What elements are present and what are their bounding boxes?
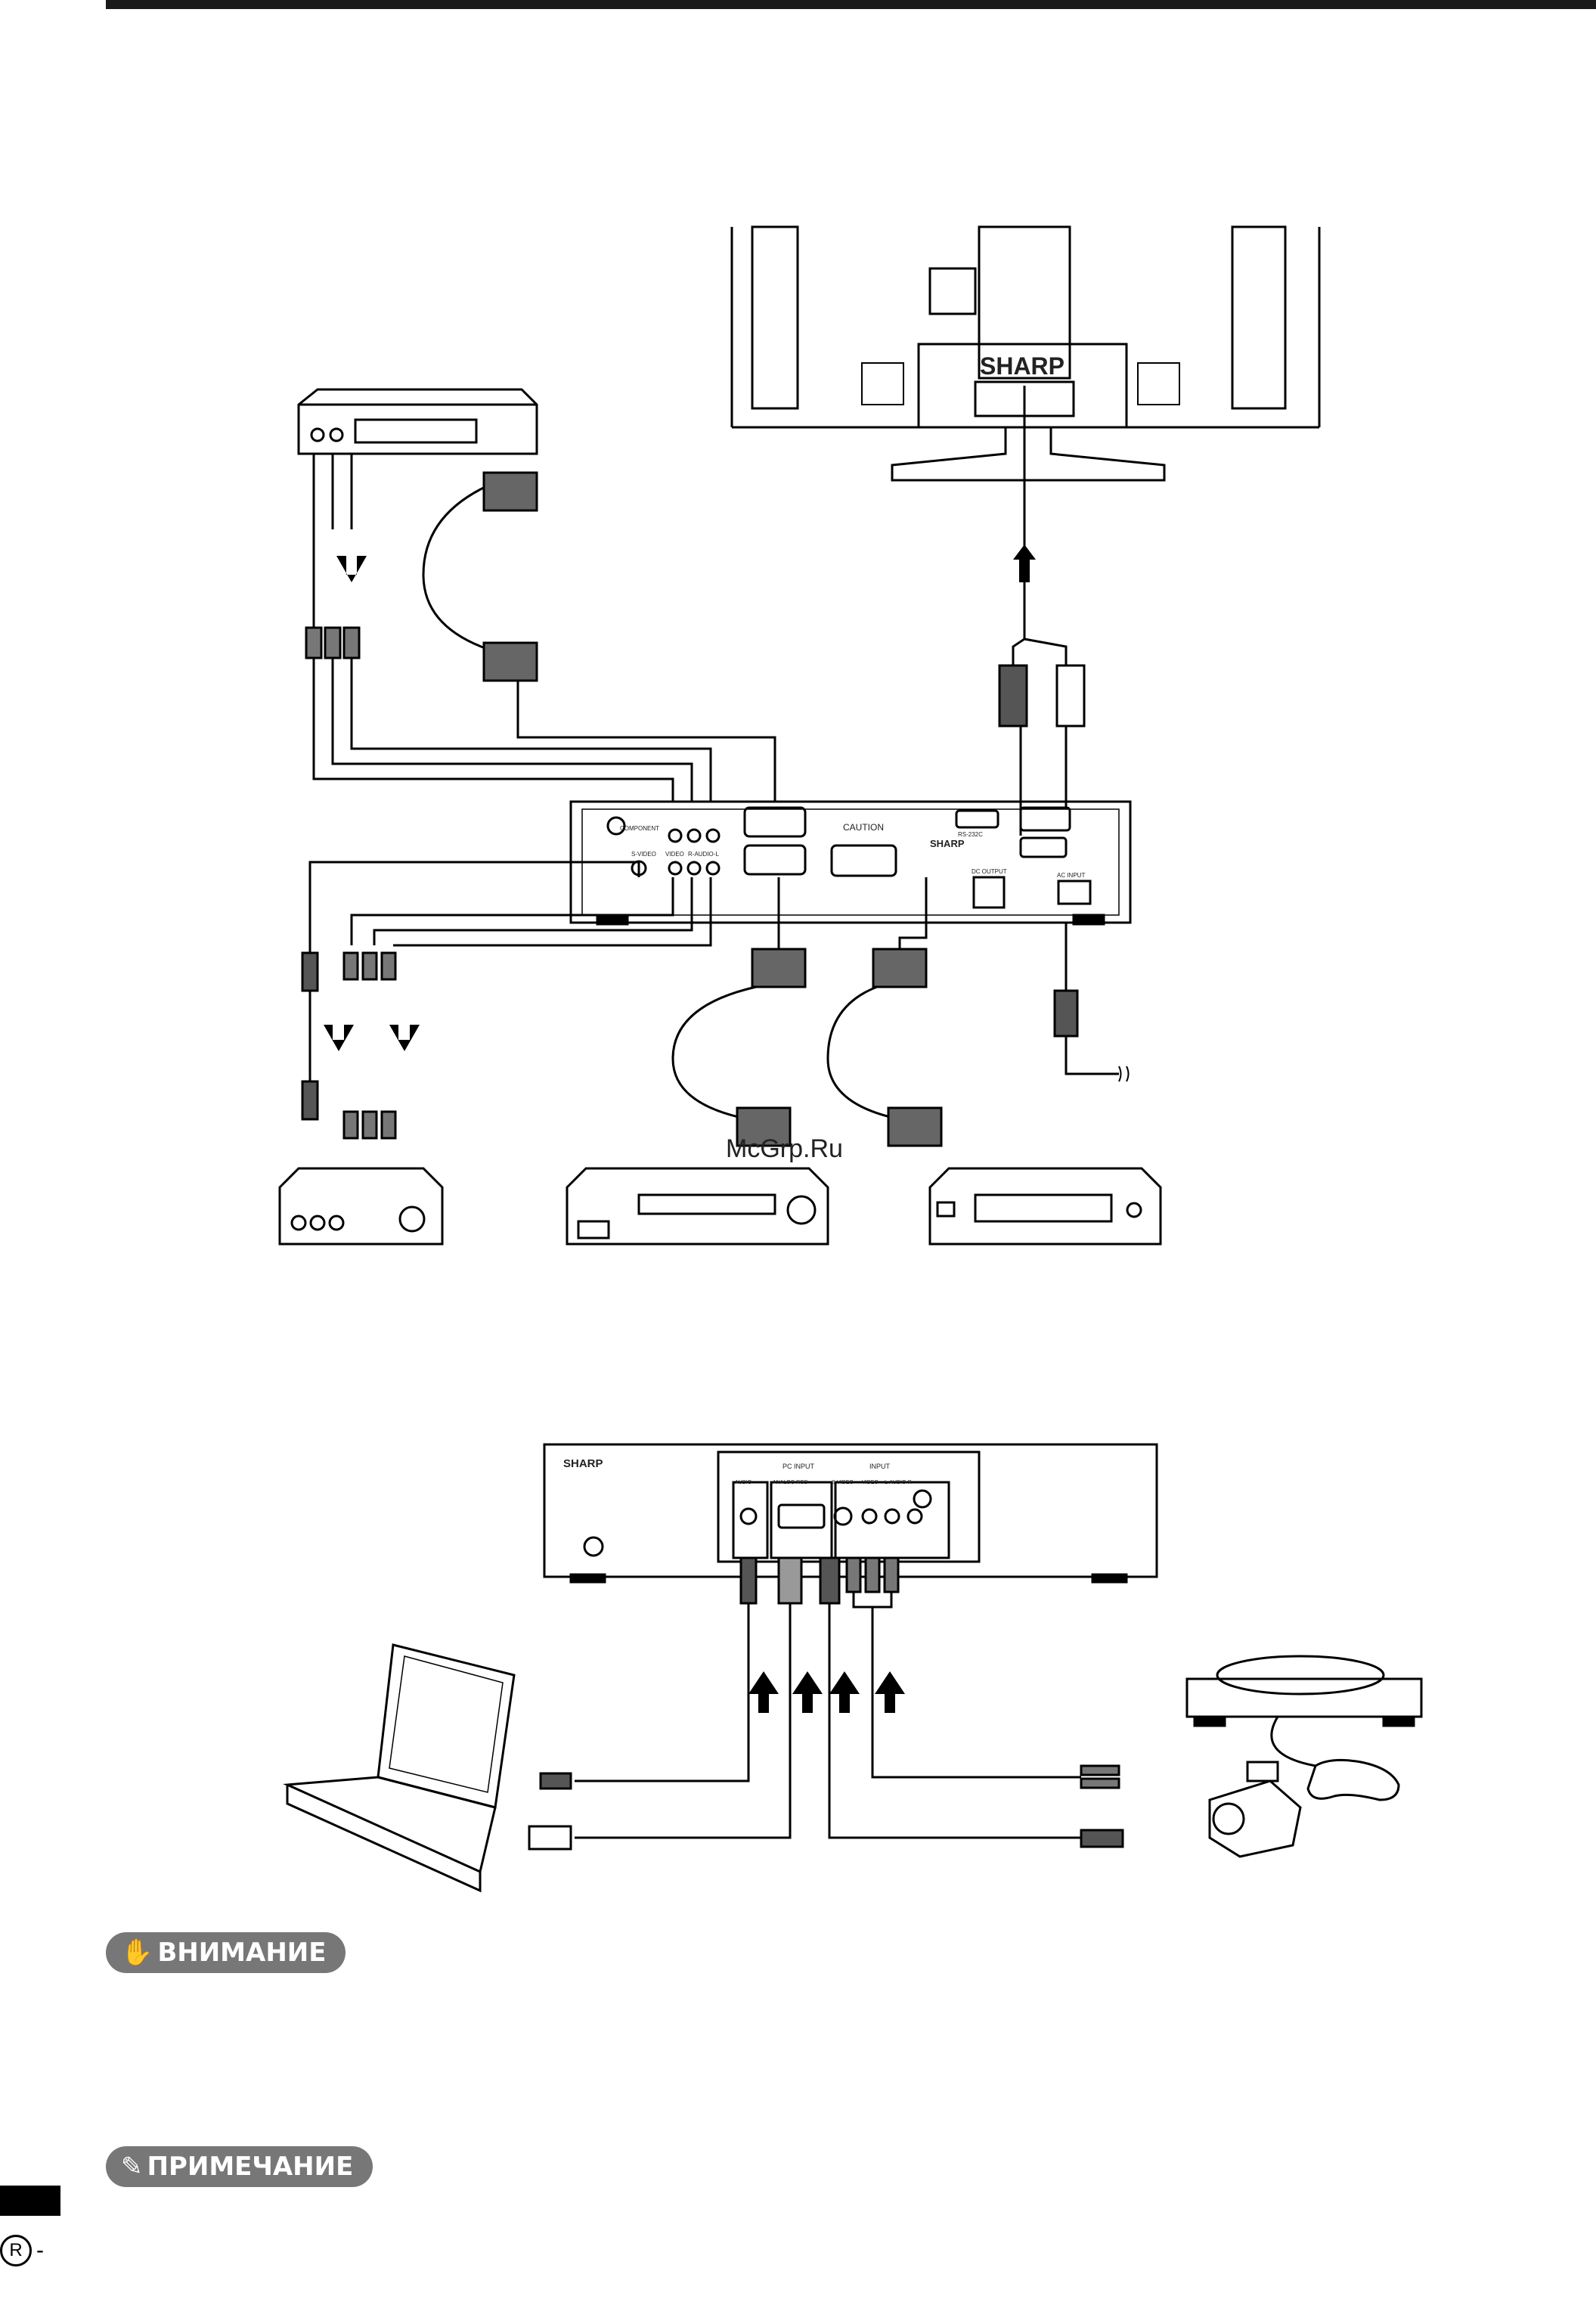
top-rule <box>106 0 1596 9</box>
tv-brand: SHARP <box>980 352 1065 380</box>
amplifier <box>280 1168 442 1244</box>
hand-icon: ✋ <box>121 1932 153 1973</box>
av-center-caution: CAUTION <box>843 822 884 833</box>
front-cables <box>529 1558 1123 1849</box>
note-badge: ✎ ПРИМЕЧАНИЕ <box>106 2146 373 2187</box>
tv-cable <box>999 529 1084 836</box>
watermark-text: McGrp.Ru <box>726 1134 843 1163</box>
av-jack-svideo: S-VIDEO <box>631 851 656 858</box>
front-pc-input: PC INPUT <box>783 1463 815 1470</box>
power-cord <box>1055 923 1129 1081</box>
front-jack-laudio: L-AUDIO-R <box>885 1480 912 1485</box>
page-footer: R - <box>0 2235 44 2266</box>
av-jack-dc-output: DC OUTPUT <box>972 868 1007 875</box>
game-console <box>1187 1656 1421 1800</box>
caution-label: ВНИМАНИЕ <box>157 1932 326 1973</box>
caution-badge: ✋ ВНИМАНИЕ <box>106 1932 346 1973</box>
decoder <box>930 1168 1161 1244</box>
av-center-rear: SHARP CAUTION COMPONENT S-VIDEO VIDEO R-… <box>571 802 1130 924</box>
av-jack-video: VIDEO <box>665 851 684 858</box>
arrow-up-tv <box>1013 544 1036 582</box>
av-center-brand: SHARP <box>930 838 965 849</box>
note-label: ПРИМЕЧАНИЕ <box>147 2146 354 2187</box>
page-dash: - <box>36 2238 44 2263</box>
vcr-cables: McGrp.Ru <box>673 877 843 1163</box>
tv-rear-view: SHARP <box>732 227 1319 529</box>
front-brand: SHARP <box>563 1457 603 1470</box>
amp-cables <box>302 862 711 1138</box>
page-mark <box>0 2186 60 2216</box>
front-jack-svideo: S-VIDEO <box>832 1480 854 1485</box>
av-jack-rs232c: RS-232C <box>958 831 983 838</box>
camcorder <box>1210 1762 1300 1857</box>
av-jack-audio: R-AUDIO-L <box>688 851 719 858</box>
pencil-icon: ✎ <box>121 2146 143 2187</box>
front-input: INPUT <box>869 1463 891 1470</box>
av-jack-ac-input: AC INPUT <box>1057 872 1085 879</box>
front-jack-rgb: ANALOG RGB <box>773 1480 808 1485</box>
dvd-cables <box>306 454 775 802</box>
arrow-down-dvd <box>336 556 367 582</box>
av-jack-component: COMPONENT <box>620 825 659 832</box>
front-jack-video: VIDEO <box>862 1480 879 1485</box>
dvd-player <box>299 389 537 454</box>
front-jack-audio: AUDIO <box>735 1480 752 1485</box>
region-mark: R <box>0 2235 32 2266</box>
laptop <box>287 1645 514 1891</box>
vcr <box>567 1168 828 1244</box>
decoder-cables <box>828 877 941 1146</box>
